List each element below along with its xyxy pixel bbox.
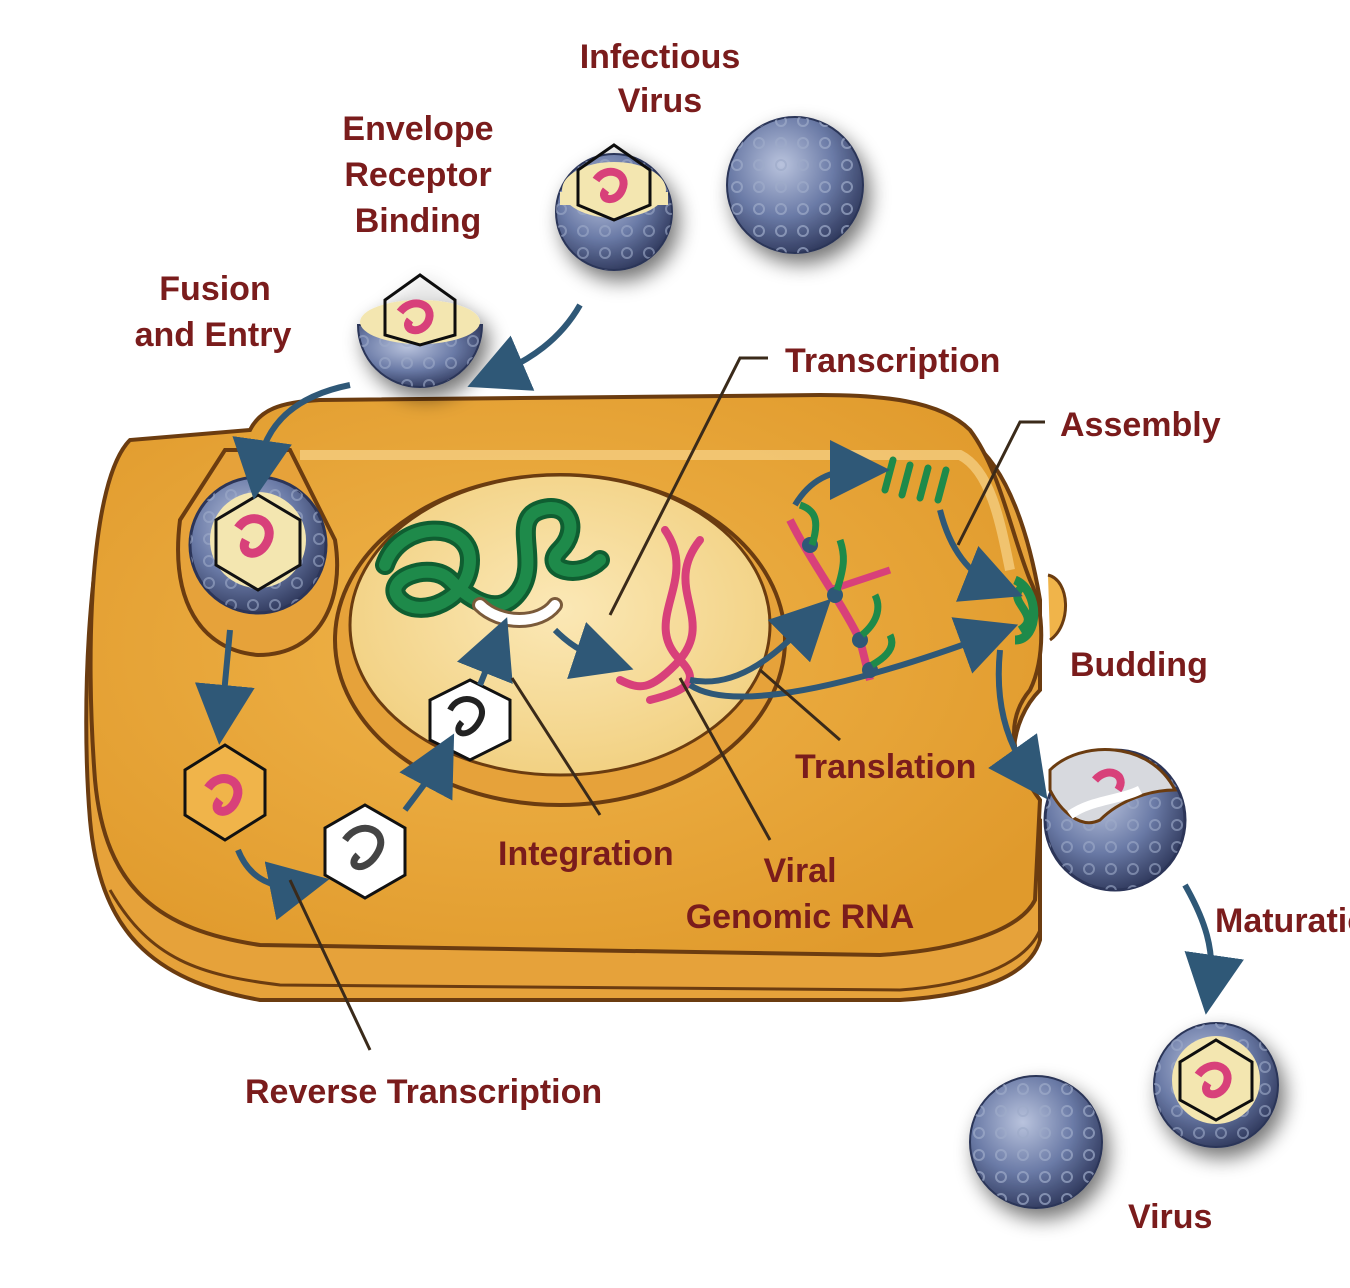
label-virus: Virus <box>1128 1198 1212 1236</box>
infectious-virion <box>727 117 863 253</box>
label-viral-rna-2: Genomic RNA <box>686 898 915 936</box>
label-envelope-2: Receptor <box>344 156 491 194</box>
label-envelope-1: Envelope <box>342 110 493 148</box>
label-infectious-virus-2: Virus <box>618 82 702 120</box>
label-envelope-3: Binding <box>355 202 482 240</box>
mature-virion-cutaway <box>1154 1023 1278 1147</box>
label-assembly: Assembly <box>1060 406 1221 444</box>
arrow-binding <box>495 305 580 375</box>
label-budding: Budding <box>1070 646 1208 684</box>
label-fusion-2: and Entry <box>135 316 292 354</box>
virion-cutaway-top <box>556 145 672 270</box>
label-transcription: Transcription <box>785 342 1000 380</box>
virion-binding-receptor <box>358 275 482 387</box>
label-viral-rna-1: Viral <box>763 852 836 890</box>
label-infectious-virus-1: Infectious <box>580 38 741 76</box>
label-maturation: Maturatio <box>1215 902 1350 940</box>
budding-virion <box>1045 750 1185 890</box>
label-integration: Integration <box>498 835 674 873</box>
label-fusion-1: Fusion <box>159 270 270 308</box>
label-reverse-transcription: Reverse Transcription <box>245 1073 602 1111</box>
arrow-mature <box>1185 885 1211 985</box>
label-translation: Translation <box>795 748 976 786</box>
mature-virion-bottom <box>970 1076 1102 1208</box>
